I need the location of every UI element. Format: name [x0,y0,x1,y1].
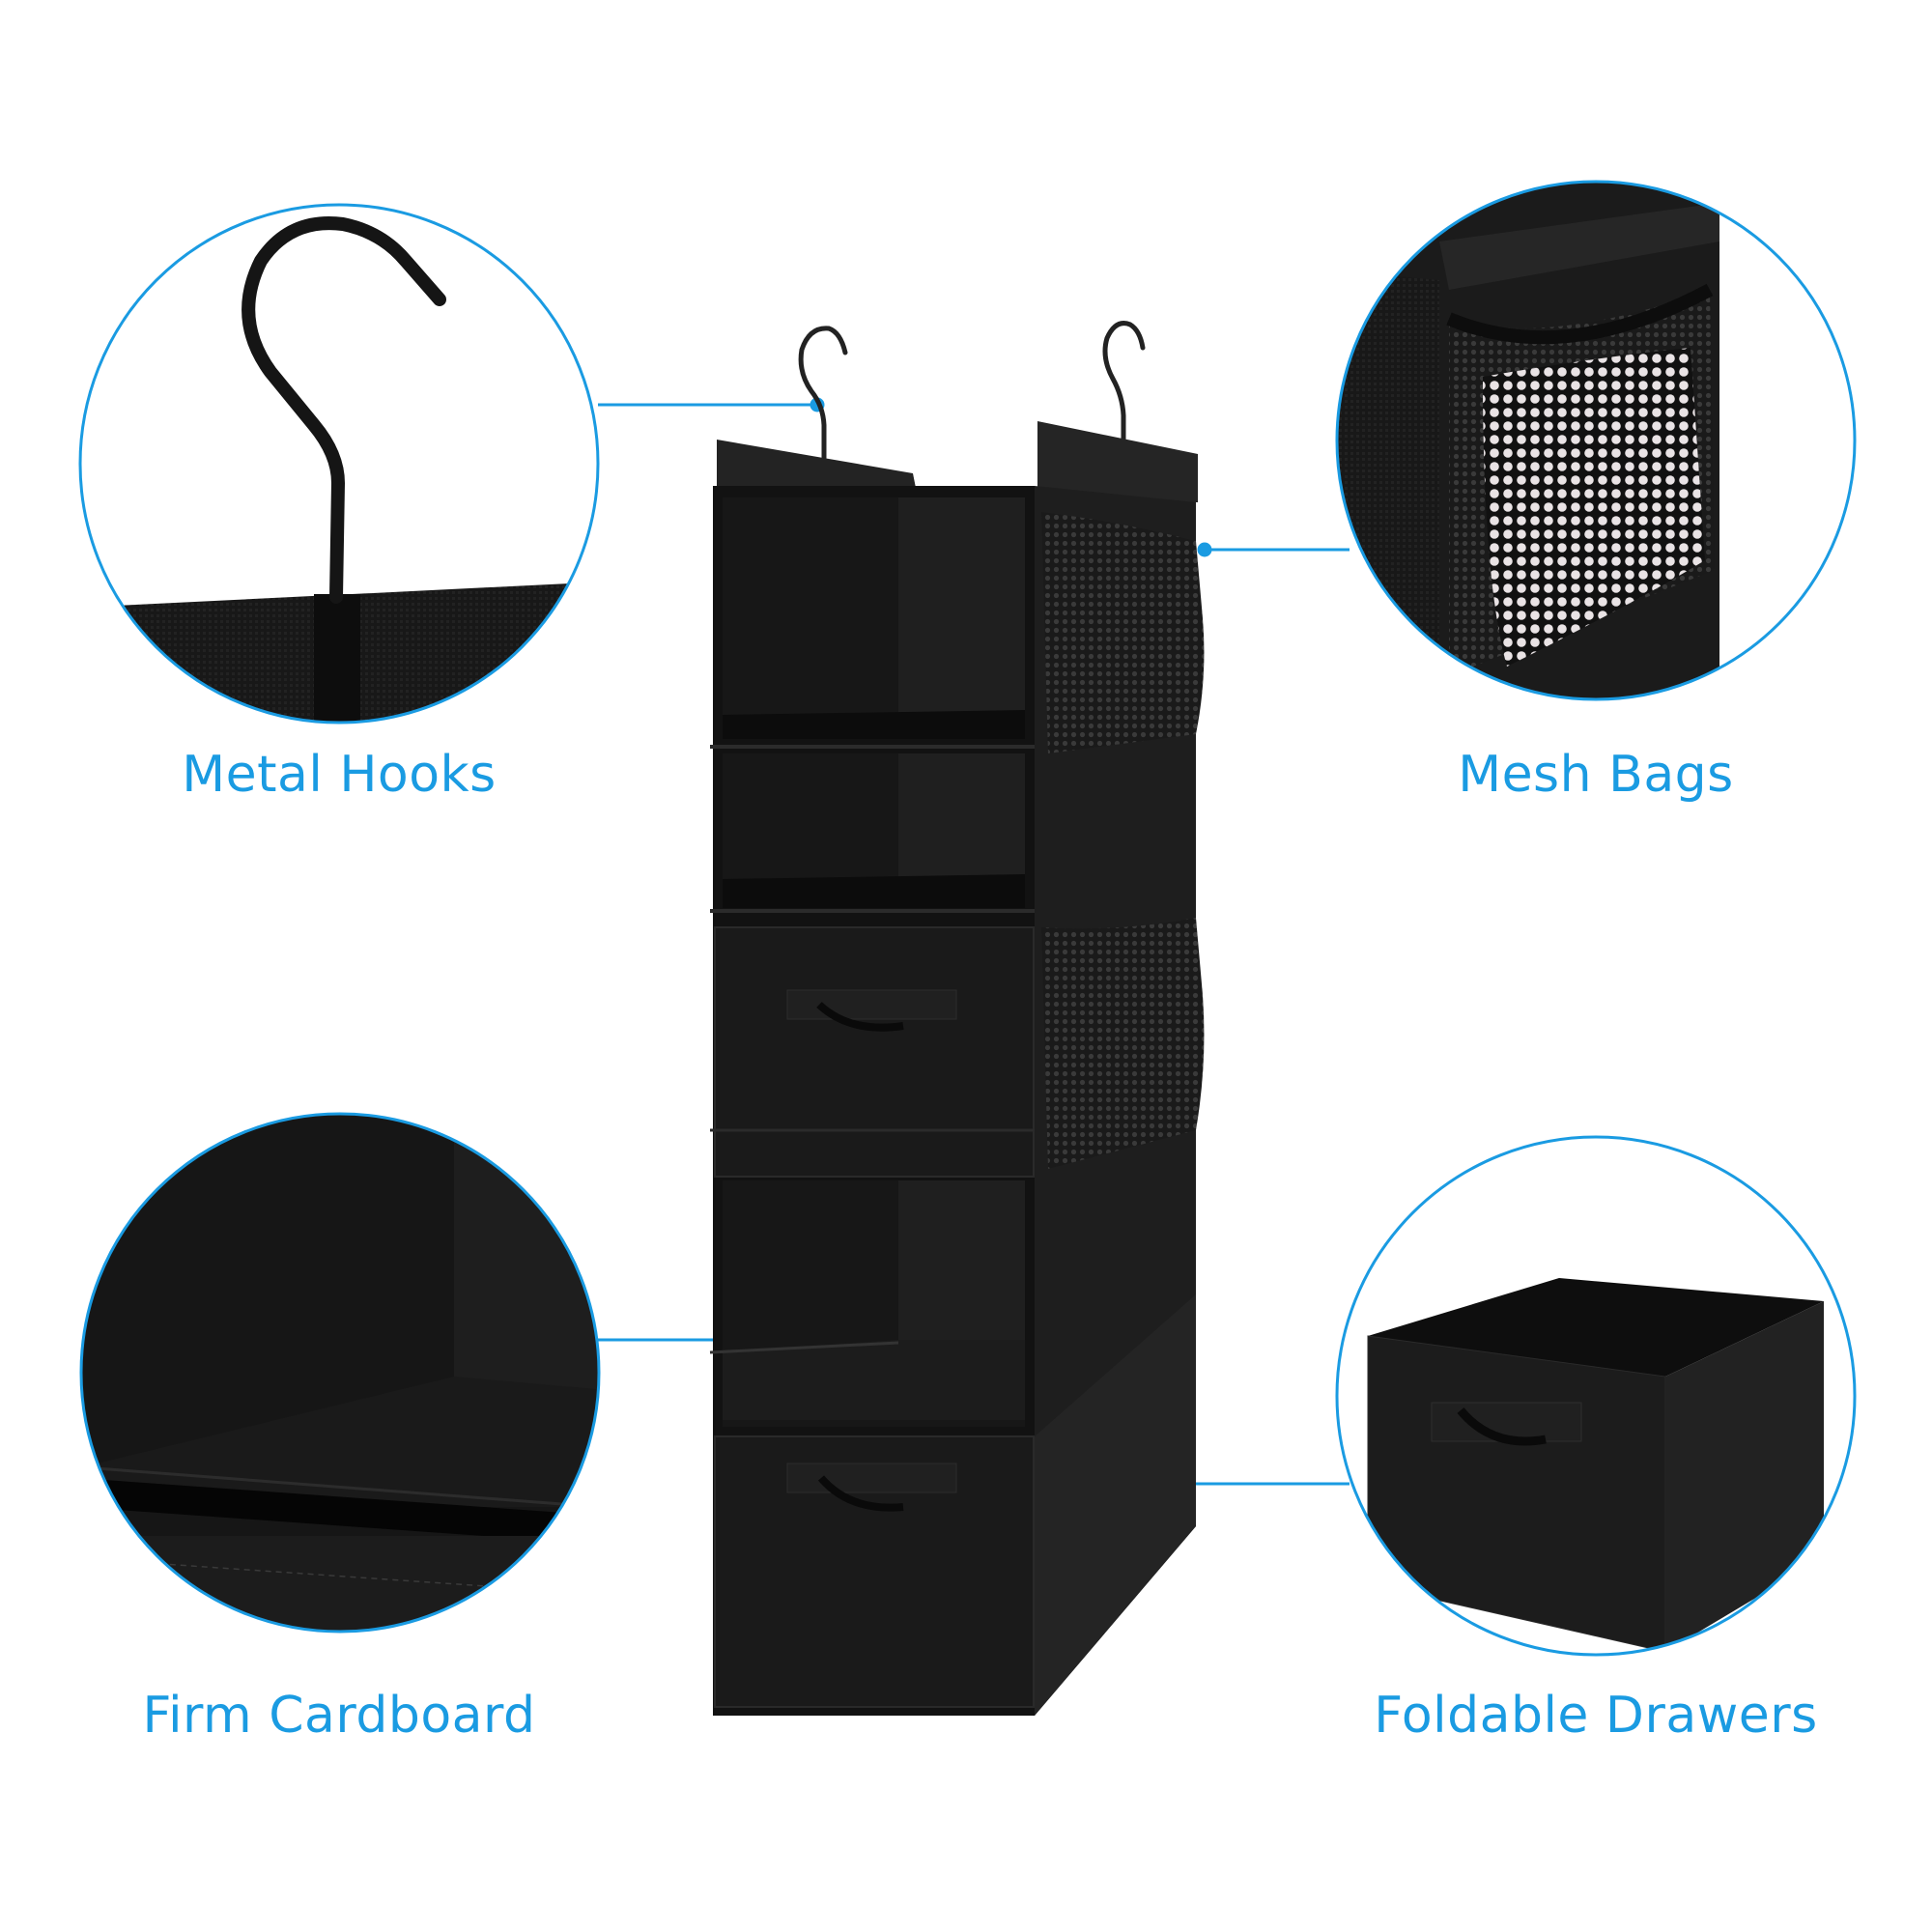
mesh-bags-leader-dot [1197,542,1212,557]
shelf-board-icon [81,1377,599,1507]
detail-circle-mesh-bags [1335,180,1857,701]
drawer-icon [1367,1335,1666,1653]
hanging-organizer [709,321,1205,1716]
detail-circle-firm-cardboard [79,1112,601,1634]
feature-label-firm-cardboard: Firm Cardboard [142,1687,536,1745]
detail-circle-foldable-drawers [1335,1135,1857,1657]
mesh-pocket-upper [1041,512,1205,753]
mesh-pocket-lower [1041,918,1205,1169]
hook-icon [242,216,446,604]
hook-icon-right [1102,321,1146,491]
feature-label-mesh-bags: Mesh Bags [1458,746,1734,804]
hook-icon-left [798,326,848,491]
feature-label-foldable-drawers: Foldable Drawers [1374,1687,1818,1745]
drawer-upper [714,926,1035,1178]
firm-cardboard-shelf [723,1340,1025,1420]
detail-circle-metal-hooks [78,203,600,724]
feature-label-metal-hooks: Metal Hooks [182,746,497,804]
